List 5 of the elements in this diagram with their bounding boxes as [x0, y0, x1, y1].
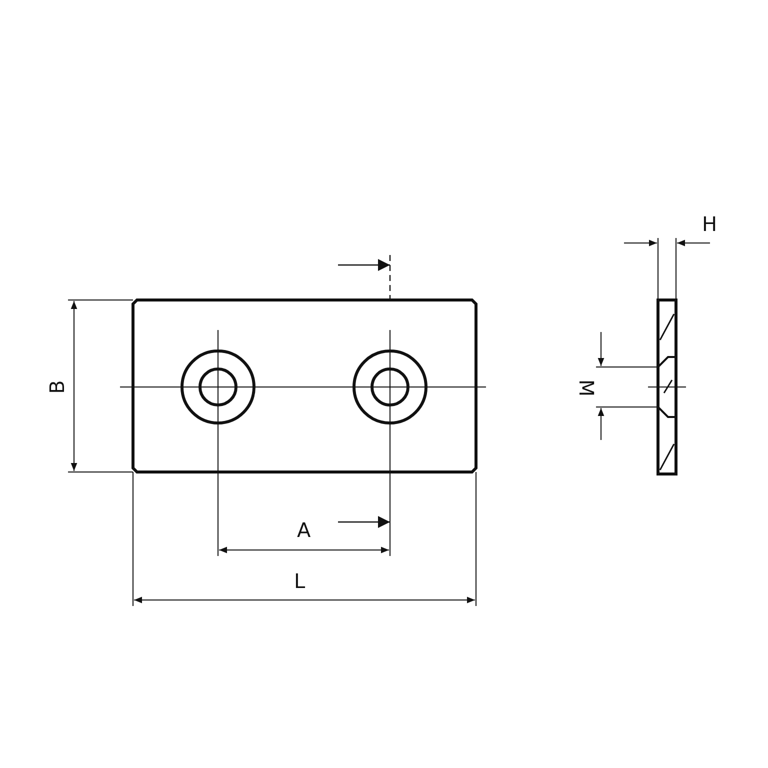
dimension-label: L [294, 571, 306, 591]
dimension-label: M [576, 379, 597, 397]
dimension-label: B [46, 380, 67, 394]
dimension-label: H [702, 214, 718, 234]
dimension-label: A [297, 520, 311, 540]
